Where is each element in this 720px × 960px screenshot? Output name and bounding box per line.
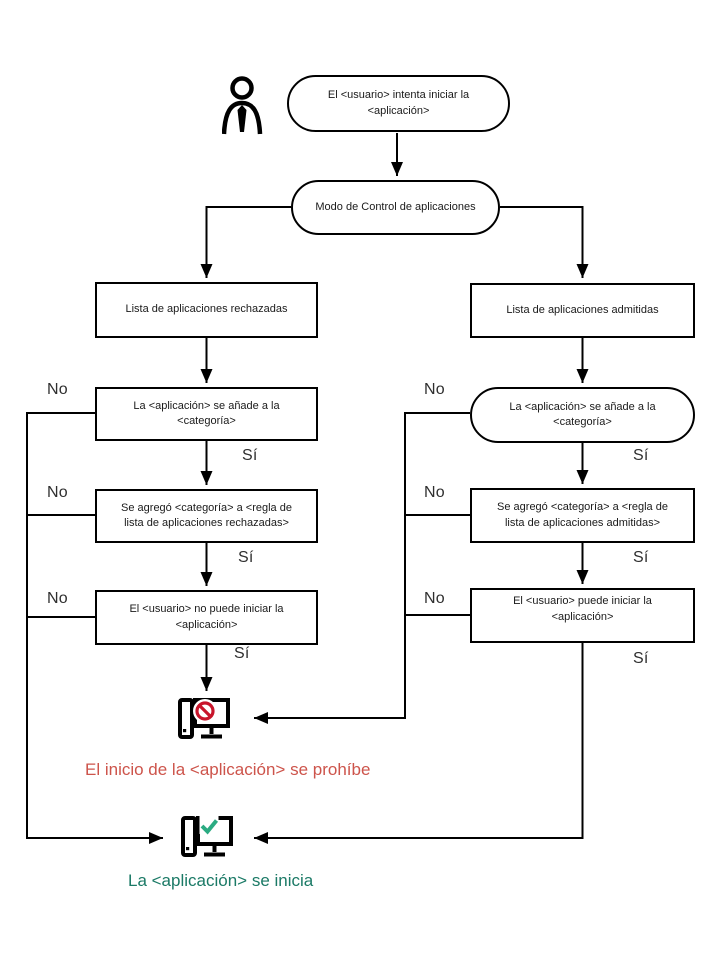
node-application-control-mode: Modo de Control de aplicaciones bbox=[291, 180, 500, 235]
prohibition-icon bbox=[195, 701, 215, 721]
edge-label-no-2: No bbox=[47, 484, 68, 501]
edge-label-yes-6: Sí bbox=[633, 650, 649, 667]
node-allowlist: Lista de aplicaciones admitidas bbox=[470, 283, 695, 338]
edge-label-no-6: No bbox=[424, 590, 445, 607]
edge-label-yes-4: Sí bbox=[633, 447, 649, 464]
node-start: El <usuario> intenta iniciar la <aplicac… bbox=[287, 75, 510, 132]
checkmark-icon bbox=[200, 819, 219, 835]
started-outcome-text: La <aplicación> se inicia bbox=[128, 871, 314, 890]
edge-label-no-5: No bbox=[424, 484, 445, 501]
node-deny-category: La <aplicación> se añade a la <categoría… bbox=[95, 387, 318, 441]
edge-label-yes-1: Sí bbox=[242, 447, 258, 464]
edge-label-yes-3: Sí bbox=[234, 645, 250, 662]
user-icon bbox=[221, 76, 264, 136]
node-allow-category: La <aplicación> se añade a la <categoría… bbox=[470, 387, 695, 443]
edge-label-no-3: No bbox=[47, 590, 68, 607]
node-allow-rule: Se agregó <categoría> a <regla de lista … bbox=[470, 488, 695, 543]
edge-label-yes-5: Sí bbox=[633, 549, 649, 566]
blocked-computer-icon bbox=[177, 697, 231, 743]
edge-label-no-1: No bbox=[47, 381, 68, 398]
node-allow-result: El <usuario> puede iniciar la <aplicació… bbox=[470, 588, 695, 643]
edge-label-no-4: No bbox=[424, 381, 445, 398]
node-deny-rule: Se agregó <categoría> a <regla de lista … bbox=[95, 489, 318, 543]
edge-label-yes-2: Sí bbox=[238, 549, 254, 566]
blocked-outcome-text: El inicio de la <aplicación> se prohíbe bbox=[85, 760, 371, 779]
node-deny-result: El <usuario> no puede iniciar la <aplica… bbox=[95, 590, 318, 645]
allowed-computer-icon bbox=[180, 815, 234, 861]
node-denylist: Lista de aplicaciones rechazadas bbox=[95, 282, 318, 338]
